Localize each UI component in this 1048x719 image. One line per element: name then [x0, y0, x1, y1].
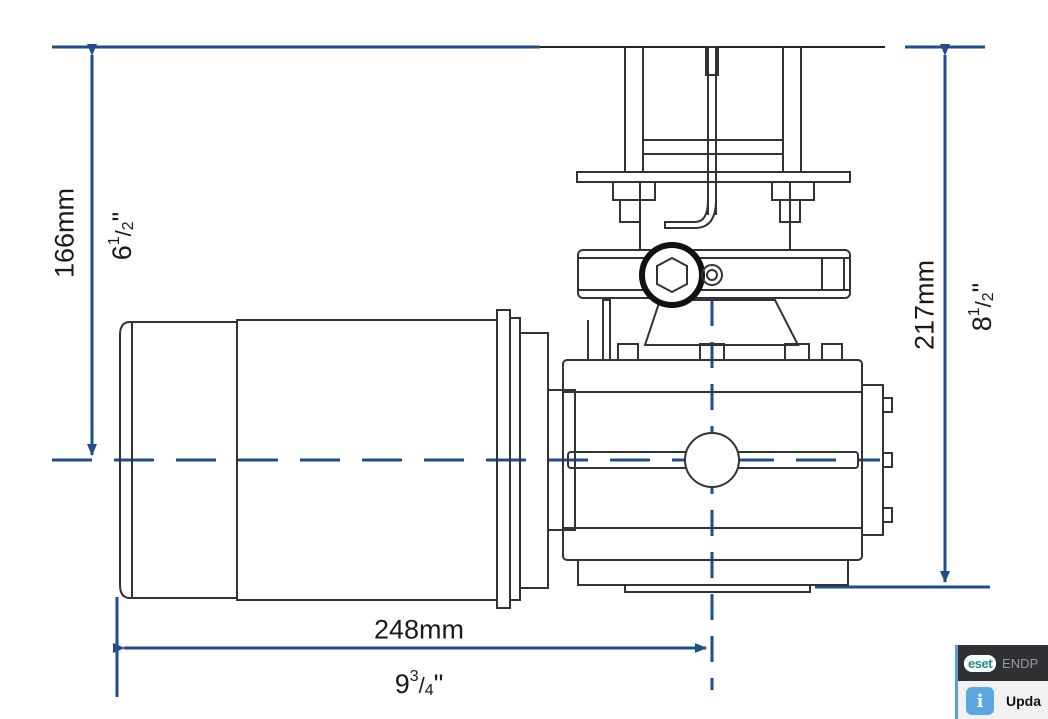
denominator: 2: [980, 292, 997, 302]
height-total-imperial-label: 81/2": [966, 282, 997, 332]
whole: 9: [394, 669, 410, 699]
winch-outline: [119, 46, 893, 609]
denominator: 2: [120, 221, 137, 231]
unit: ": [433, 669, 444, 699]
unit: ": [107, 211, 137, 222]
notification-body[interactable]: i Upda: [958, 681, 1048, 715]
numerator: 1: [966, 307, 983, 317]
eset-logo: eset: [964, 654, 997, 672]
length-imperial-label: 93/4": [394, 668, 444, 699]
whole: 8: [967, 316, 997, 332]
height-total-metric-label: 217mm: [909, 259, 940, 351]
denominator: 4: [424, 682, 434, 699]
height-left-imperial-label: 61/2": [106, 211, 137, 261]
notification-header: eset ENDP: [958, 645, 1048, 681]
numerator: 1: [106, 236, 123, 246]
dimension-lines: [52, 44, 990, 697]
product-name: ENDP: [1002, 655, 1039, 671]
eset-notification-popup[interactable]: eset ENDP i Upda: [955, 645, 1048, 719]
whole: 6: [107, 245, 137, 261]
info-icon: i: [966, 687, 994, 715]
length-metric-label: 248mm: [373, 614, 465, 645]
notification-message: Upda: [1006, 693, 1041, 709]
numerator: 3: [409, 668, 419, 685]
height-left-metric-label: 166mm: [49, 187, 80, 279]
unit: ": [967, 282, 997, 293]
